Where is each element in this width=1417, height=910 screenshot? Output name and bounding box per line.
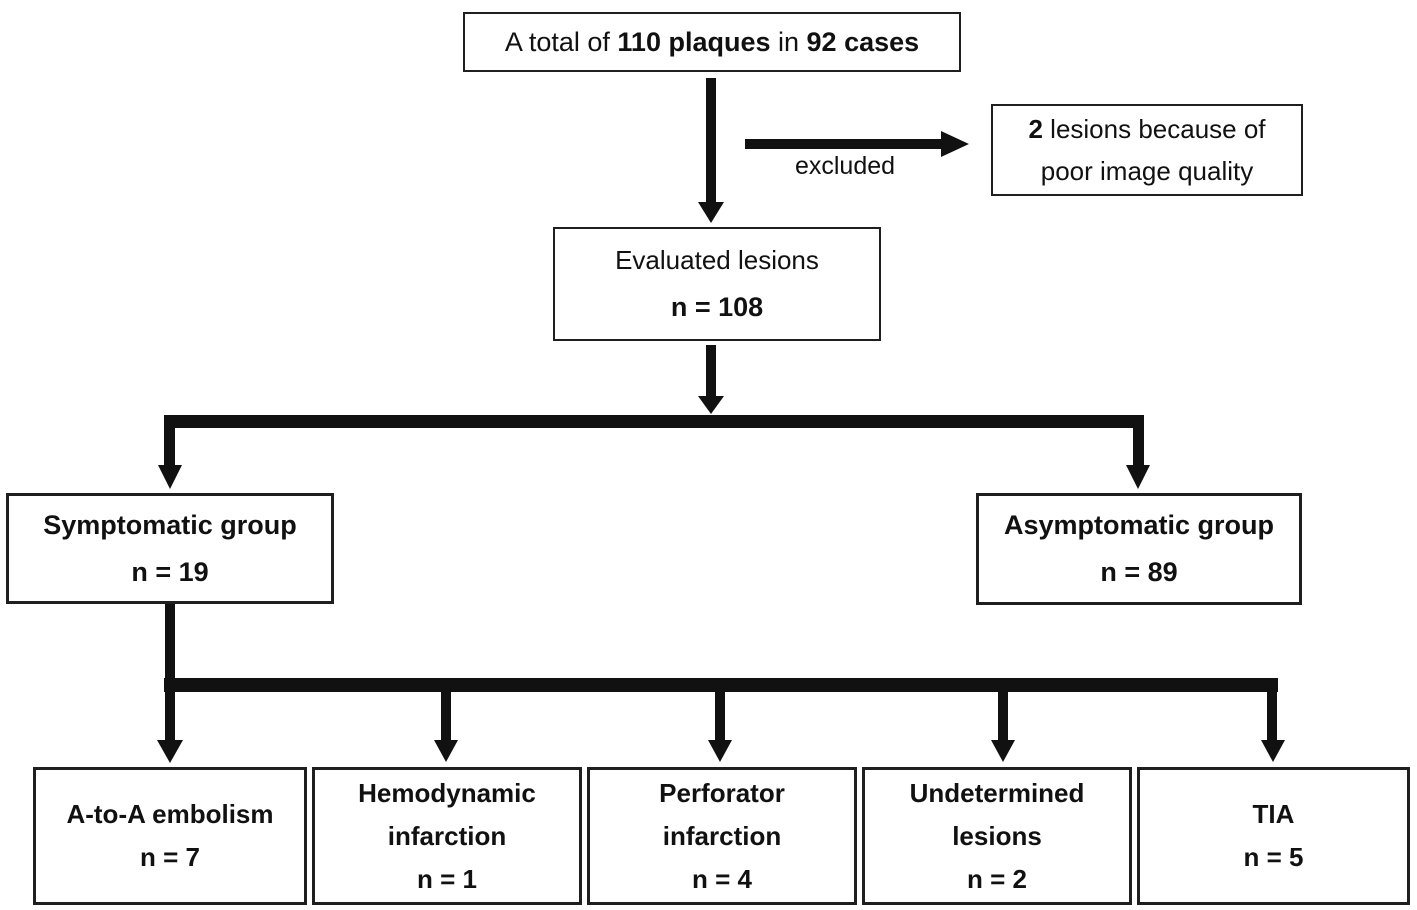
excluded-lesions-box: 2 lesions because of poor image quality — [991, 104, 1303, 196]
asymptomatic-group-box: Asymptomatic group n = 89 — [976, 493, 1302, 605]
outcome-count: n = 5 — [1243, 842, 1304, 872]
total-plaques-box: A total of 110 plaques in 92 cases — [463, 12, 961, 72]
split-groups-connector-icon — [158, 415, 1150, 489]
excluded-reason-text: lesions because of — [1042, 114, 1266, 144]
excluded-arrow-label: excluded — [794, 152, 896, 180]
symptomatic-split-connector-icon — [157, 604, 1285, 763]
asymptomatic-count: n = 89 — [1100, 557, 1178, 587]
total-plaques-count: 110 plaques — [617, 26, 771, 57]
outcome-label: TIA — [1252, 799, 1295, 829]
total-pre-text: A total of — [504, 26, 618, 57]
outcome-box-undetermined-lesions: Undetermined lesions n = 2 — [862, 767, 1132, 905]
outcome-box-hemodynamic-infarction: Hemodynamic infarction n = 1 — [312, 767, 582, 905]
outcome-count: n = 4 — [692, 863, 752, 894]
arrow-excluded-icon — [745, 131, 969, 157]
outcome-label: infarction — [387, 820, 507, 851]
evaluated-count: n = 108 — [670, 292, 764, 322]
outcome-label: infarction — [662, 820, 782, 851]
outcome-count: n = 2 — [967, 863, 1027, 894]
excluded-line-2: poor image quality — [1040, 156, 1254, 186]
total-plaques-text: A total of 110 plaques in 92 cases — [505, 27, 919, 58]
outcome-count: n = 7 — [140, 842, 200, 872]
arrow-evaluated-to-split-icon — [698, 345, 724, 414]
excluded-count: 2 — [1028, 114, 1043, 144]
outcome-box-perforator-infarction: Perforator infarction n = 4 — [587, 767, 857, 905]
outcome-label: Undetermined — [909, 777, 1085, 808]
symptomatic-label: Symptomatic group — [43, 509, 297, 540]
outcome-label: Perforator — [659, 777, 785, 808]
outcome-label: lesions — [952, 820, 1042, 851]
outcome-box-a-to-a-embolism: A-to-A embolism n = 7 — [33, 767, 307, 905]
outcome-label: Hemodynamic — [358, 777, 536, 808]
outcome-count: n = 1 — [417, 863, 477, 894]
symptomatic-count: n = 19 — [131, 556, 209, 587]
evaluated-label: Evaluated lesions — [615, 245, 819, 275]
asymptomatic-label: Asymptomatic group — [1003, 510, 1275, 540]
total-mid-text: in — [770, 26, 807, 57]
excluded-line-1: 2 lesions because of — [1028, 108, 1265, 150]
total-cases-count: 92 cases — [806, 26, 920, 57]
outcome-box-tia: TIA n = 5 — [1137, 767, 1410, 905]
symptomatic-group-box: Symptomatic group n = 19 — [6, 493, 334, 604]
evaluated-lesions-box: Evaluated lesions n = 108 — [553, 227, 881, 341]
outcome-label: A-to-A embolism — [66, 799, 274, 829]
arrow-total-to-evaluated-icon — [698, 78, 724, 223]
